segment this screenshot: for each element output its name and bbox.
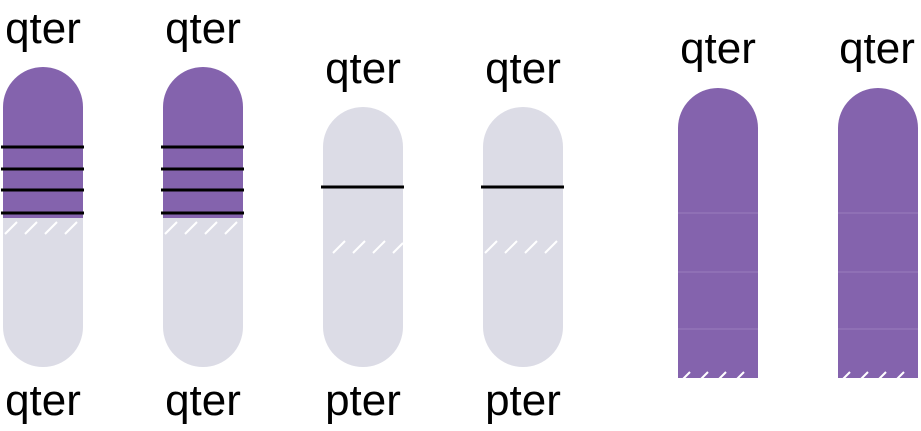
chromosome-6: qter bbox=[838, 24, 918, 381]
chromosome-3-bottom-label: pter bbox=[325, 376, 401, 425]
chromosome-2-hatch bbox=[164, 221, 238, 235]
chromosome-5: qter bbox=[678, 24, 758, 381]
chromosome-3-hatch bbox=[332, 240, 404, 254]
chromosome-4-bottom-label: pter bbox=[485, 376, 561, 425]
chromosome-1-light-segment bbox=[3, 218, 83, 367]
chromosome-4: qter pter bbox=[481, 44, 564, 425]
chromosome-3-body bbox=[323, 107, 403, 367]
chromosome-5-faint-bands bbox=[678, 212, 758, 330]
chromosome-5-top-label: qter bbox=[680, 24, 756, 73]
chromosome-4-top-label: qter bbox=[485, 44, 561, 93]
chromosome-2-purple-segment bbox=[163, 67, 243, 218]
chromosome-2-top-label: qter bbox=[165, 4, 241, 53]
chromosome-3-top-label: qter bbox=[325, 44, 401, 93]
chromosome-6-top-label: qter bbox=[839, 24, 915, 73]
chromosome-3: qter pter bbox=[321, 44, 404, 425]
chromosome-5-hatch bbox=[681, 371, 745, 381]
chromosome-1-hatch bbox=[4, 221, 78, 235]
chromosome-6-body bbox=[838, 88, 918, 378]
chromosome-2: qter qter bbox=[161, 4, 244, 425]
chromosome-1-purple-segment bbox=[3, 67, 83, 218]
chromosome-2-bottom-label: qter bbox=[165, 376, 241, 425]
chromosome-1: qter qter bbox=[1, 4, 84, 425]
chromosome-6-hatch bbox=[841, 371, 905, 381]
chromosome-5-body bbox=[678, 88, 758, 378]
chromosome-2-light-segment bbox=[163, 218, 243, 367]
chromosome-1-bottom-label: qter bbox=[5, 376, 81, 425]
chromosome-6-faint-bands bbox=[838, 212, 918, 330]
chromosome-1-bands bbox=[1, 145, 84, 215]
chromosome-4-body bbox=[483, 107, 563, 367]
chromosome-4-hatch bbox=[484, 240, 558, 254]
chromosome-2-bands bbox=[161, 145, 244, 215]
chromosome-1-top-label: qter bbox=[5, 4, 81, 53]
